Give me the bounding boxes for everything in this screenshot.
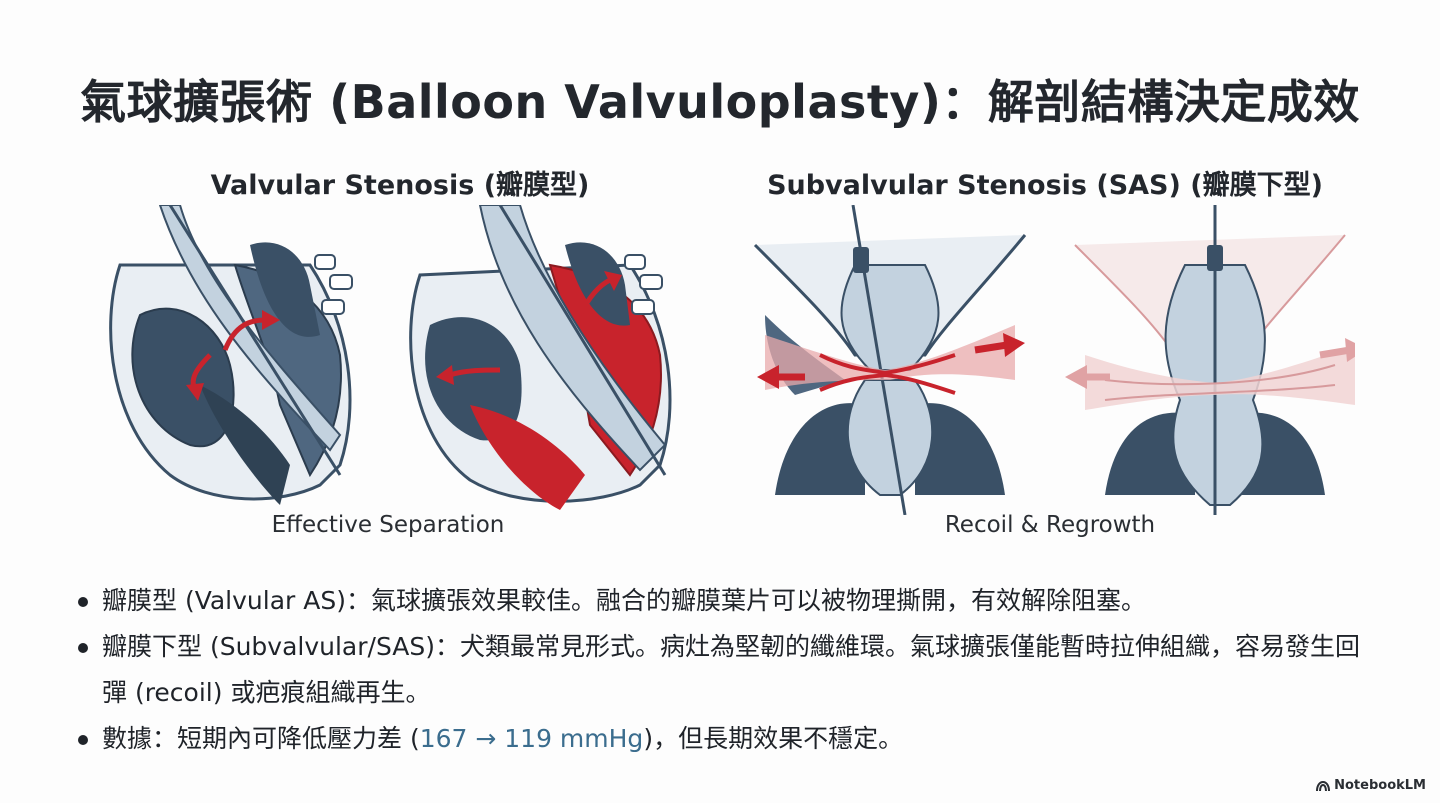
fibrous-ring-stretch-illustration: [753, 205, 1027, 515]
slide-title: 氣球擴張術 (Balloon Valvuloplasty)：解剖結構決定成效: [80, 75, 1360, 129]
recoil-regrowth-caption: Recoil & Regrowth: [944, 512, 1156, 538]
valvular-illustration: [109, 205, 672, 510]
bullet-text: 瓣膜下型 (Subvalvular/SAS)：犬類最常見形式。病灶為堅韌的纖維環…: [102, 632, 1361, 707]
fibrous-ring-recoil-illustration: [1065, 205, 1355, 515]
brand-label: NotebookLM: [1334, 778, 1426, 793]
bullet-text: 瓣膜型 (Valvular AS)：氣球擴張效果較佳。融合的瓣膜葉片可以被物理撕…: [102, 586, 1146, 615]
key-points-list: 瓣膜型 (Valvular AS)：氣球擴張效果較佳。融合的瓣膜葉片可以被物理撕…: [78, 578, 1378, 762]
bullet-text-post: )，但長期效果不穩定。: [643, 724, 904, 753]
effective-separation-caption: Effective Separation: [271, 512, 505, 538]
pressure-gradient-value: 167 → 119 mmHg: [419, 724, 644, 753]
notebooklm-logo-icon: [1316, 780, 1331, 791]
subvalvular-heading: Subvalvular Stenosis (SAS) (瓣膜下型): [767, 170, 1323, 201]
notebooklm-watermark: NotebookLM: [1316, 778, 1426, 793]
bullet-text-pre: 數據：短期內可降低壓力差 (: [102, 724, 420, 753]
bullet-data: 數據：短期內可降低壓力差 (167 → 119 mmHg)，但長期效果不穩定。: [78, 716, 1378, 762]
subvalvular-illustration: [753, 205, 1355, 515]
bullet-valvular: 瓣膜型 (Valvular AS)：氣球擴張效果較佳。融合的瓣膜葉片可以被物理撕…: [78, 578, 1378, 624]
heart-after-illustration: [409, 205, 672, 510]
bullet-subvalvular: 瓣膜下型 (Subvalvular/SAS)：犬類最常見形式。病灶為堅韌的纖維環…: [78, 624, 1378, 716]
heart-before-illustration: [109, 205, 353, 505]
valvular-heading: Valvular Stenosis (瓣膜型): [210, 170, 590, 201]
